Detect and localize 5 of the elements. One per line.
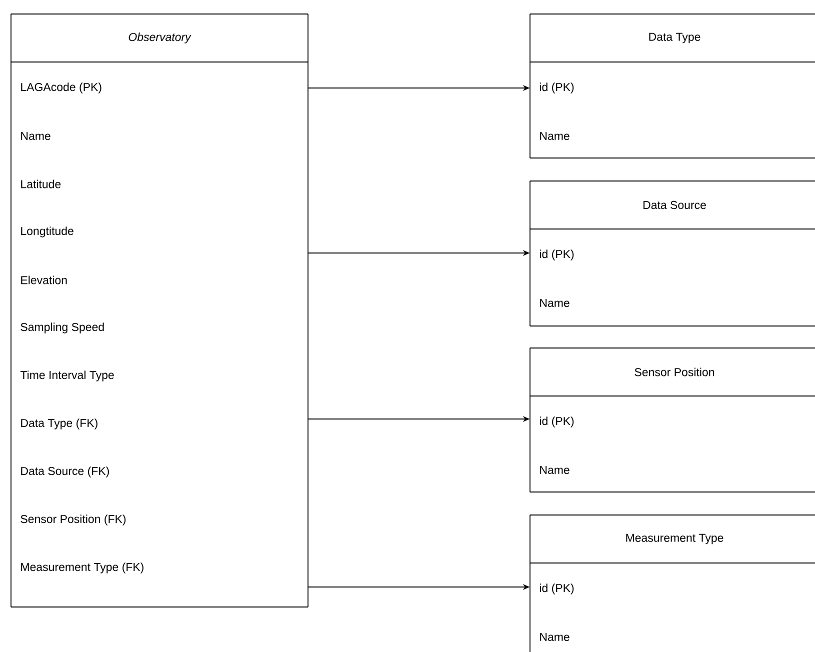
table-box: Data Type id (PK) Name <box>530 14 815 158</box>
table-box: Observatory LAGAcode (PK) Name Latitude Longtitude Elevation Sampling Speed Time Interval Type Data Type (FK) Data Source (FK) Sensor Position (FK) Measurement Type (FK) <box>10 14 308 608</box>
table-box: Data Source id (PK) Name <box>530 180 815 326</box>
table-box: Sensor Position id (PK) Name <box>530 348 815 492</box>
table-box: Measurement Type id (PK) Name <box>530 514 815 652</box>
